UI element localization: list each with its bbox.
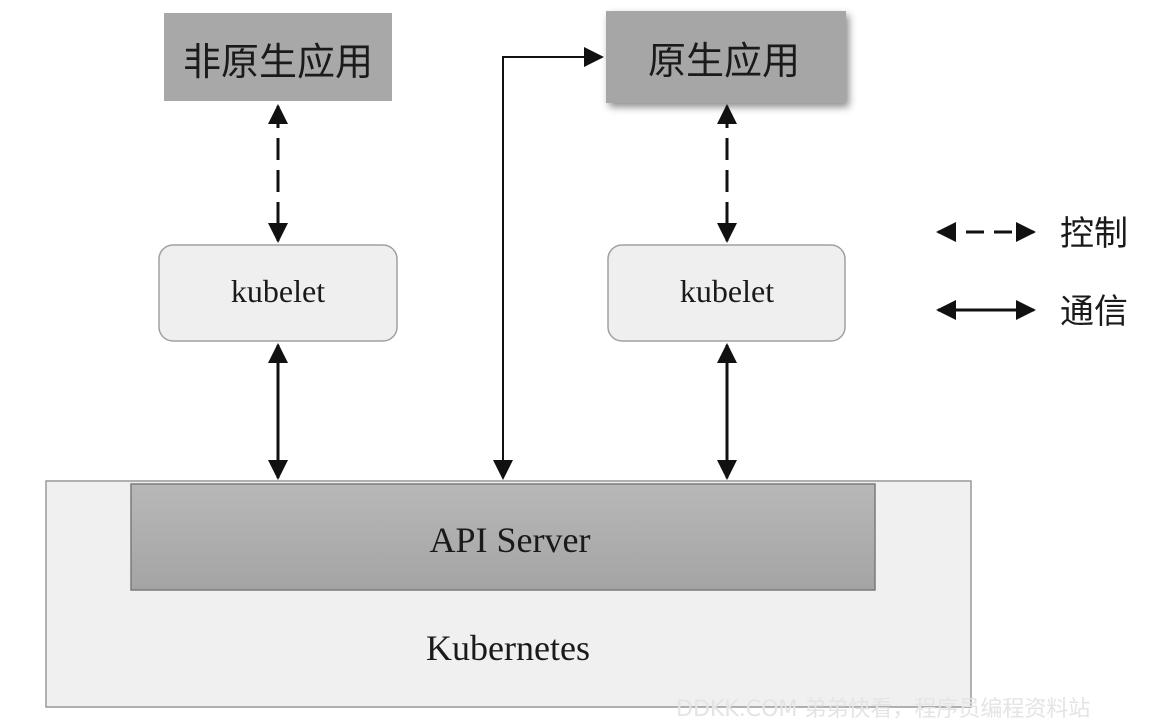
api-server-label: API Server bbox=[430, 520, 591, 560]
api-server-box: API Server bbox=[130, 483, 876, 591]
legend-communication-label: 通信 bbox=[1060, 292, 1128, 332]
legend-item-control: 控制 bbox=[936, 214, 1128, 254]
kubelet-left-box: kubelet bbox=[158, 244, 398, 342]
non-native-app-label: 非原生应用 bbox=[183, 40, 373, 84]
non-native-app-box: 非原生应用 bbox=[164, 13, 392, 101]
watermark: DDKK.COM 弟弟快看，程序员编程资料站 bbox=[676, 697, 1090, 720]
legend-control-label: 控制 bbox=[1060, 214, 1128, 254]
kubelet-right-box: kubelet bbox=[607, 244, 846, 342]
legend: 控制 通信 bbox=[936, 214, 1128, 332]
legend-item-communication: 通信 bbox=[936, 292, 1128, 332]
native-app-label: 原生应用 bbox=[648, 39, 800, 83]
kubernetes-label: Kubernetes bbox=[426, 628, 590, 668]
kubelet-left-label: kubelet bbox=[231, 273, 325, 309]
communication-arrow-api-to-native-app bbox=[493, 47, 604, 480]
kubelet-right-label: kubelet bbox=[680, 273, 774, 309]
native-app-box: 原生应用 bbox=[606, 11, 846, 103]
